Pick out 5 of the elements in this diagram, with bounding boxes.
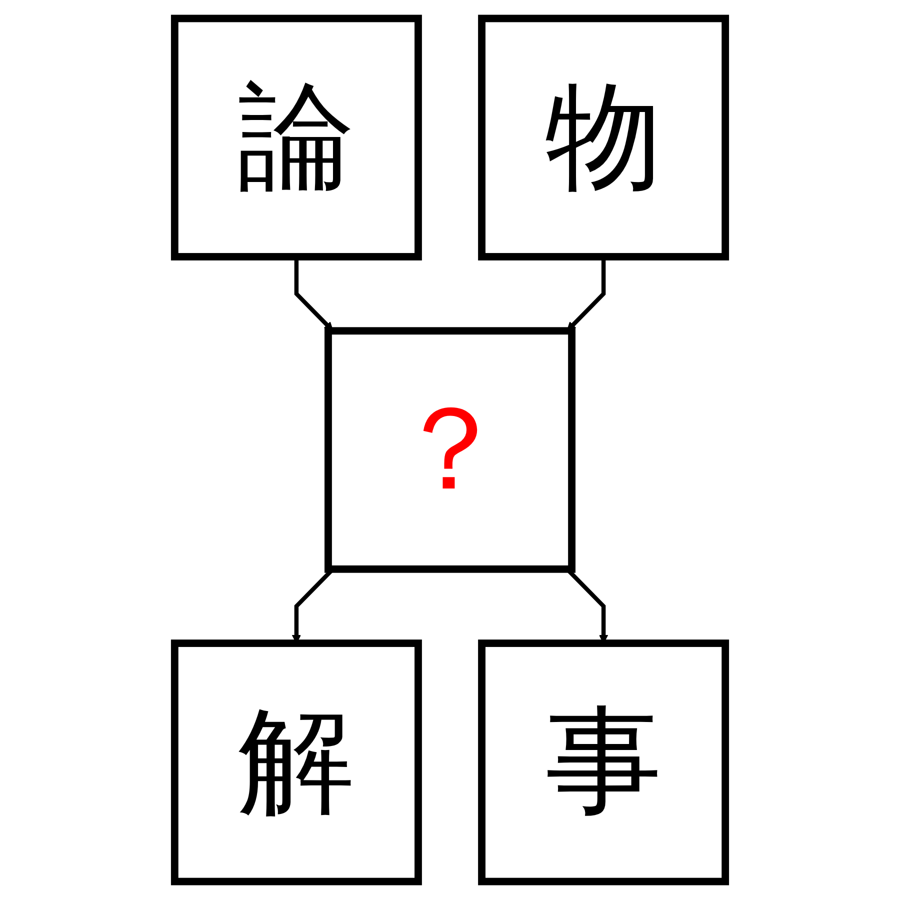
node-box: 事	[478, 640, 730, 886]
node-box: 物	[478, 14, 730, 260]
node-box: ？	[324, 327, 576, 573]
node-box: 解	[170, 640, 422, 886]
node-box: 論	[170, 14, 422, 260]
